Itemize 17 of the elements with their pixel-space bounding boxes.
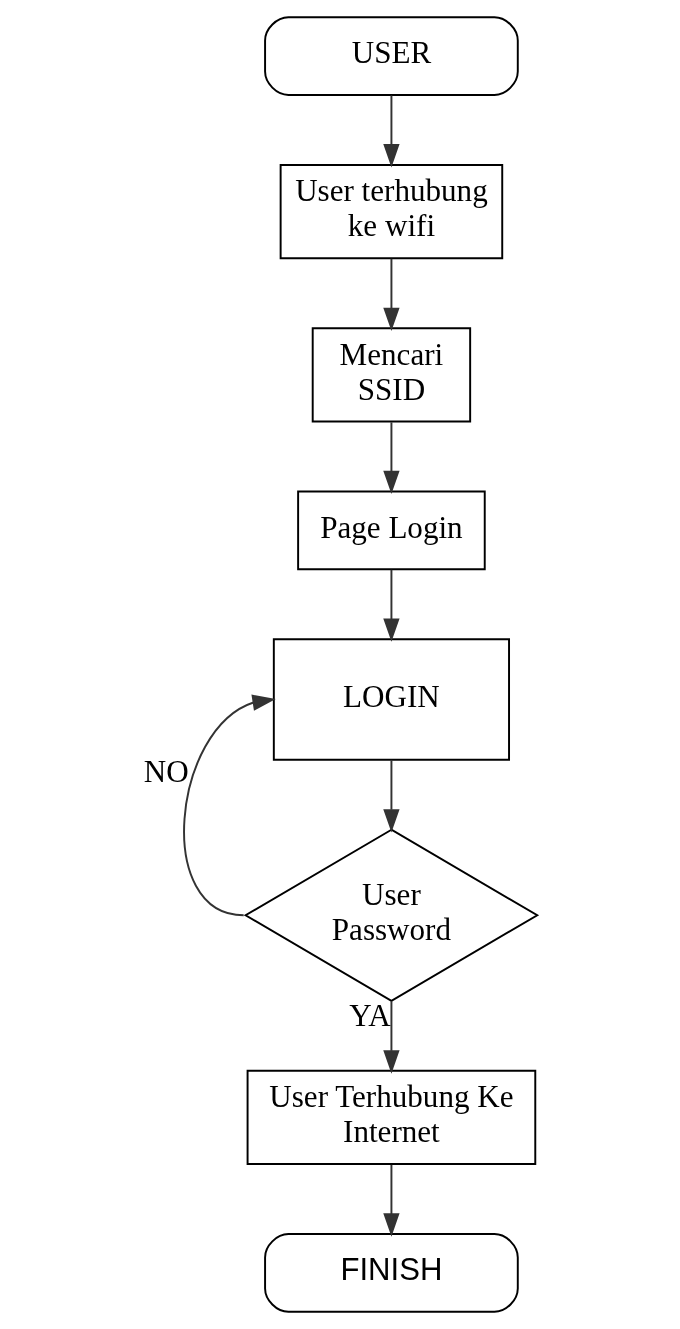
edge-label: NO [143, 753, 189, 789]
node-box: User Terhubung Ke Internet [246, 1069, 536, 1166]
node-box: Mencari SSID [311, 327, 471, 423]
arrow [382, 1000, 400, 1074]
arrow [382, 257, 400, 332]
arrow [183, 694, 276, 917]
node-box: LOGIN [272, 638, 510, 761]
arrow [382, 421, 400, 495]
node-box: FINISH [263, 1233, 519, 1313]
arrow [382, 758, 400, 833]
arrow [382, 94, 400, 168]
node-box: User terhubung ke wifi [279, 163, 503, 260]
node-diamond: User Password [243, 828, 539, 1002]
arrow [382, 1163, 400, 1237]
arrow [382, 568, 400, 642]
node-box: Page Login [296, 490, 486, 571]
node-box: USER [263, 16, 519, 96]
